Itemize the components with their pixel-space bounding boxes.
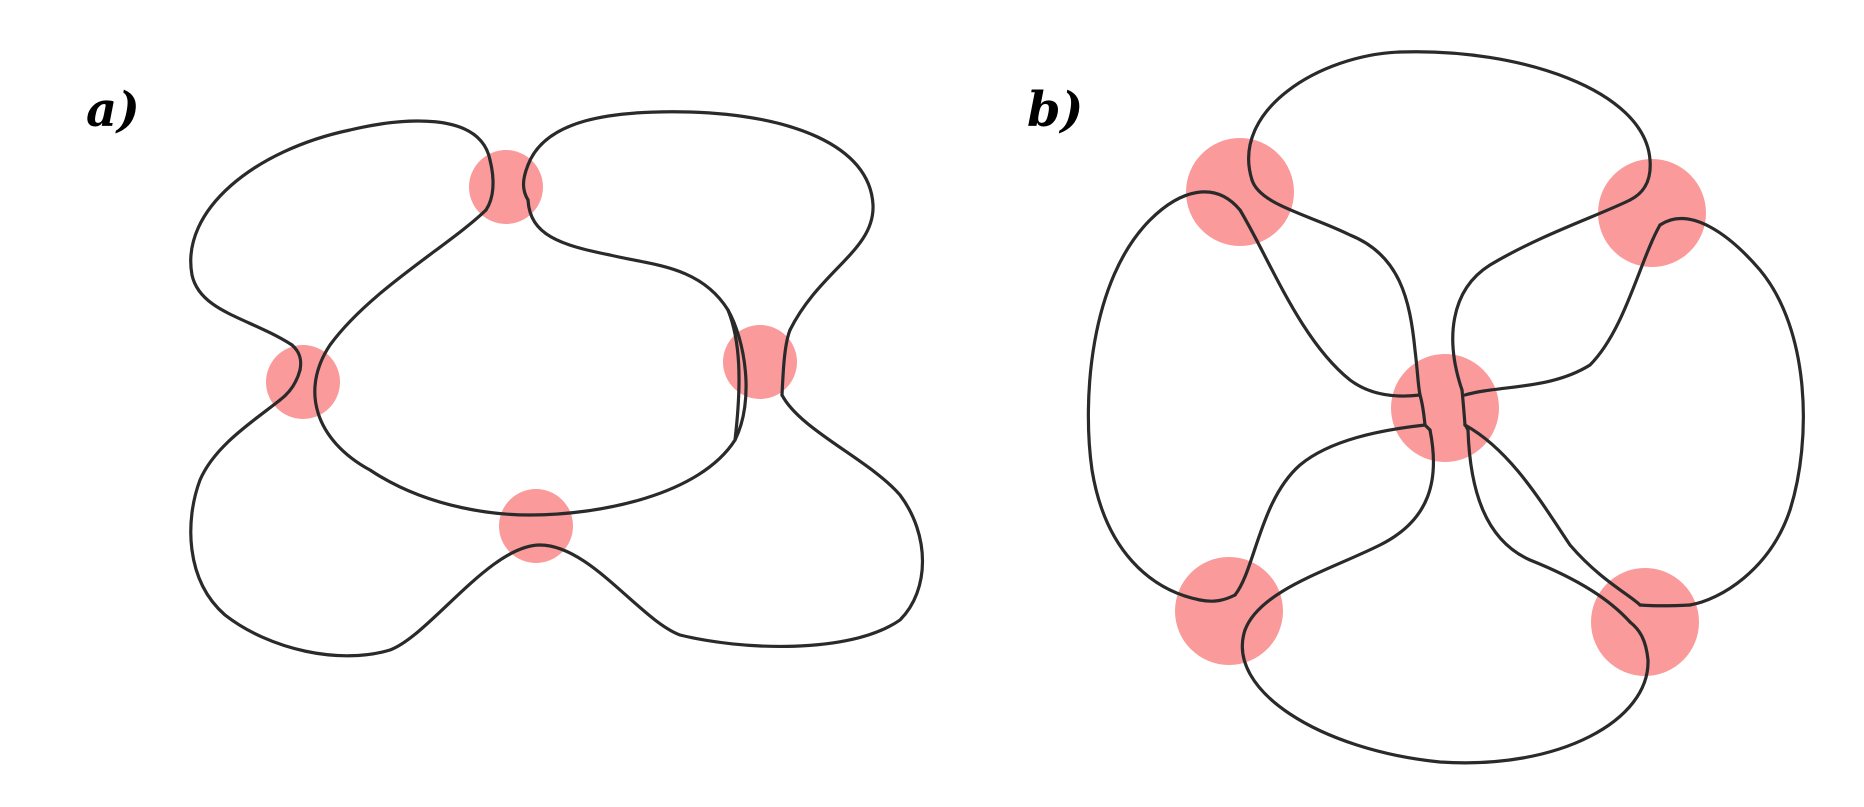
panel-b-curves bbox=[1086, 50, 1805, 765]
curve-strand bbox=[1247, 50, 1652, 202]
curve-strand bbox=[538, 393, 924, 649]
curve-strand bbox=[1460, 388, 1467, 427]
curve-strand bbox=[1463, 423, 1470, 432]
panel-b-label: b) bbox=[1027, 82, 1083, 138]
curve-strand bbox=[1451, 198, 1632, 392]
curve-strand bbox=[1418, 393, 1427, 427]
crossing-highlight bbox=[266, 345, 340, 419]
curve-strand bbox=[484, 158, 495, 212]
curve-strand bbox=[1250, 178, 1422, 397]
crossing-highlight bbox=[1186, 138, 1294, 246]
panel-b: b) bbox=[1027, 50, 1805, 765]
curve-strand bbox=[1463, 423, 1642, 607]
curve-strand bbox=[1463, 223, 1662, 397]
crossing-highlight bbox=[1175, 557, 1283, 665]
curve-strand bbox=[313, 208, 532, 517]
curve-strand bbox=[1243, 428, 1436, 632]
curve-strand bbox=[1086, 190, 1242, 602]
curve-strand bbox=[521, 163, 530, 202]
curve-strand bbox=[1198, 593, 1237, 603]
panel-a: a) bbox=[86, 82, 924, 658]
curve-strand bbox=[1240, 620, 1650, 765]
curve-strand bbox=[290, 343, 303, 372]
curve-strand bbox=[1638, 603, 1692, 608]
crossing-highlight bbox=[1591, 568, 1699, 676]
curve-strand bbox=[278, 368, 302, 402]
curve-strand bbox=[526, 110, 875, 332]
curve-strand bbox=[726, 308, 741, 442]
curve-strand bbox=[1423, 423, 1432, 432]
crossing-highlight bbox=[499, 489, 573, 563]
curve-strand bbox=[189, 119, 492, 347]
curve-strand bbox=[1466, 428, 1632, 624]
curve-strand bbox=[1658, 217, 1805, 607]
curve-strand bbox=[1238, 208, 1422, 398]
crossing-highlight bbox=[1598, 159, 1706, 267]
crossing-highlight bbox=[1391, 354, 1499, 462]
curve-strand bbox=[189, 398, 542, 658]
curve-strand bbox=[1233, 423, 1427, 597]
panel-a-label: a) bbox=[86, 82, 140, 138]
curve-strand bbox=[526, 198, 748, 517]
panel-a-curves bbox=[189, 110, 924, 658]
curve-strand bbox=[780, 328, 792, 397]
panel-b-highlights bbox=[1175, 138, 1706, 676]
